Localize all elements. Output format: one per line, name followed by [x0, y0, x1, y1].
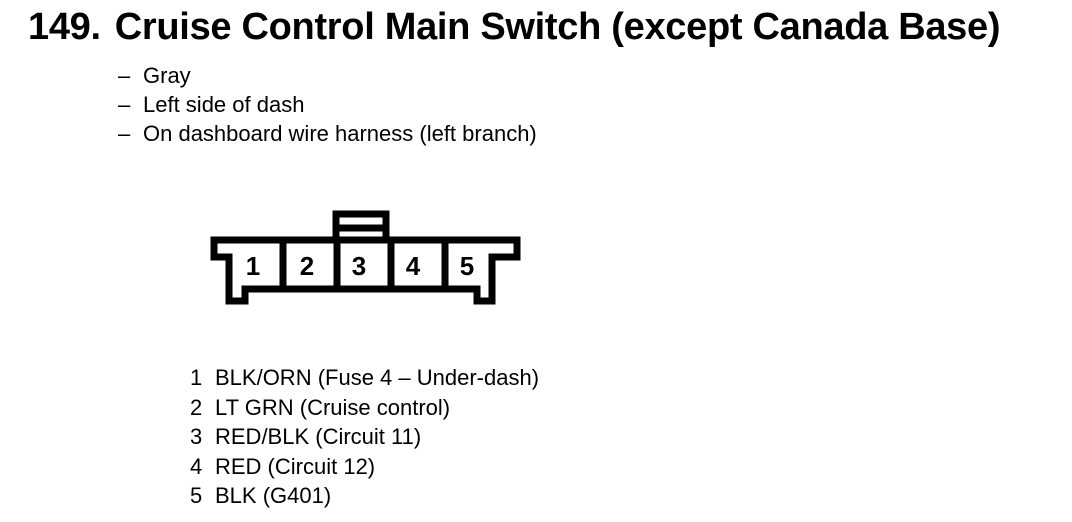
connector-housing: [210, 236, 521, 305]
pin-list-wire: BLK (G401): [215, 483, 332, 508]
dash-bullet: –: [118, 121, 131, 146]
pin-list-number: 1: [190, 365, 203, 390]
pin-number-label: 1: [246, 251, 260, 281]
list-item: – On dashboard wire harness (left branch…: [118, 119, 537, 148]
pin-list-number: 4: [190, 453, 203, 479]
pin-number-label: 4: [406, 251, 421, 281]
dash-bullet: –: [118, 63, 131, 88]
section-heading: 149. Cruise Control Main Switch (except …: [28, 6, 1001, 48]
pin-list-row: 5 BLK (G401): [190, 481, 539, 511]
pin-number-label: 3: [352, 251, 366, 281]
pin-list-wire: LT GRN (Cruise control): [215, 394, 451, 420]
list-item: – Gray: [118, 61, 537, 90]
page-title: Cruise Control Main Switch (except Canad…: [114, 6, 1001, 48]
pin-list-row: 1 BLK/ORN (Fuse 4 – Under-dash): [190, 363, 539, 393]
pin-list-wire: RED/BLK (Circuit 11): [215, 424, 422, 449]
connector-diagram: 1 2 3 4 5: [206, 204, 528, 310]
attribute-text: On dashboard wire harness (left branch): [143, 121, 537, 146]
pin-list-row: 4 RED (Circuit 12): [190, 452, 539, 482]
pin-wire-list: 1 BLK/ORN (Fuse 4 – Under-dash) 2 LT GRN…: [190, 363, 539, 511]
pin-list-wire: BLK/ORN (Fuse 4 – Under-dash): [215, 365, 540, 390]
connector-drawing-svg: 1 2 3 4 5: [210, 210, 521, 305]
section-number: 149.: [28, 6, 101, 48]
list-item: – Left side of dash: [118, 90, 537, 119]
pin-list-number: 5: [190, 483, 203, 508]
pin-list-row: 3 RED/BLK (Circuit 11): [190, 422, 539, 452]
attribute-text: Left side of dash: [143, 92, 305, 117]
pin-list-number: 3: [190, 424, 203, 449]
pin-list-wire: RED (Circuit 12): [215, 453, 376, 479]
pin-list-number: 2: [190, 394, 203, 420]
pin-number-label: 2: [300, 251, 314, 281]
pin-number-label: 5: [460, 251, 474, 281]
attribute-text: Gray: [143, 63, 191, 88]
attribute-list: – Gray – Left side of dash – On dashboar…: [118, 61, 537, 148]
pin-list-row: 2 LT GRN (Cruise control): [190, 393, 539, 423]
dash-bullet: –: [118, 92, 131, 117]
